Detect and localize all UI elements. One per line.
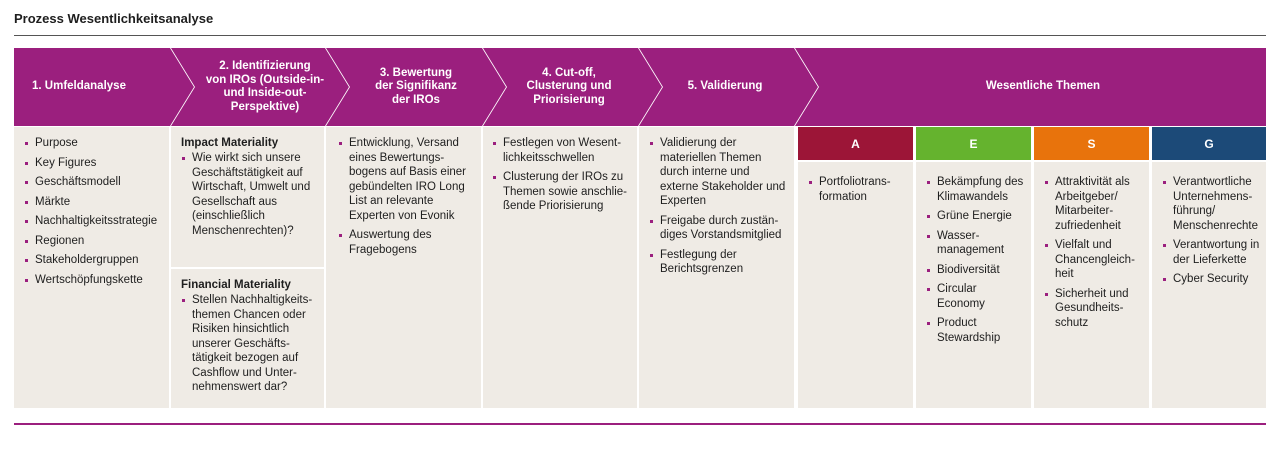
list-item: Sicherheit und Gesundheits­schutz (1044, 287, 1145, 331)
theme-tag-s: S (1034, 127, 1149, 160)
list-item: Wie wirkt sich unsere Geschäftstätigkeit… (181, 151, 318, 238)
box-theme-a: Portfoliotrans­formation (798, 162, 913, 408)
chevron-step-3 (326, 48, 506, 126)
box-theme-s: Attraktivität als Arbeitgeber/ Mitarbeit… (1034, 162, 1149, 408)
list-item: Circular Economy (926, 282, 1027, 311)
list-item: Wertschöpfungskette (24, 273, 163, 288)
chevron-step-6 (795, 48, 1266, 126)
box-theme-e: Bekämpfung des Klimawandels Grüne Energi… (916, 162, 1031, 408)
theme-tag-g: G (1152, 127, 1266, 160)
list-item: Regionen (24, 234, 163, 249)
list-item: Auswertung des Fragebogens (338, 228, 473, 257)
list-item: Nachhaltigkeitsstrategie (24, 214, 163, 229)
list-item: Attraktivität als Arbeitgeber/ Mitarbeit… (1044, 175, 1145, 233)
box-financial-materiality: Financial Materiality Stellen Nachhaltig… (171, 269, 324, 408)
step-6-label: Wesentliche Themen (985, 80, 1101, 93)
list-item: Freigabe durch zustän­diges Vorstandsmit… (649, 214, 788, 243)
page-title: Prozess Wesentlichkeitsanalyse (14, 11, 214, 26)
list-item: Verantwortung in der Liefer­kette (1162, 238, 1263, 267)
list-item: Biodiversität (926, 263, 1027, 278)
list-item: Verantwortliche Unternehmens­führung/ Me… (1162, 175, 1263, 233)
box-bewertung: Entwicklung, Versand eines Bewertungs­bo… (326, 127, 481, 408)
box-umfeldanalyse: Purpose Key Figures Geschäftsmodell Märk… (14, 127, 169, 408)
umfeld-list: Purpose Key Figures Geschäftsmodell Märk… (24, 136, 163, 287)
list-item: Product Stewardship (926, 316, 1027, 345)
impact-title: Impact Materiality (181, 137, 279, 149)
list-item: Stakeholdergruppen (24, 253, 163, 268)
chevron-step-1 (14, 48, 194, 126)
theme-tag-a: A (798, 127, 913, 160)
box-impact-materiality: Impact Materiality Wie wirkt sich unsere… (171, 127, 324, 267)
chevron-step-4 (483, 48, 662, 126)
box-validierung: Validierung der materiellen Themen durch… (639, 127, 794, 408)
list-item: Stellen Nachhaltigkeits­themen Chancen o… (181, 293, 318, 395)
bottom-divider (14, 423, 1266, 425)
box-theme-g: Verantwortliche Unternehmens­führung/ Me… (1152, 162, 1266, 408)
list-item: Festlegung der Berichtsgrenzen (649, 248, 788, 277)
box-cutoff: Festlegen von Wesent­lichkeitsschwellen … (483, 127, 637, 408)
list-item: Geschäftsmodell (24, 175, 163, 190)
list-item: Validierung der materiellen Themen durch… (649, 136, 788, 209)
list-item: Purpose (24, 136, 163, 151)
top-divider (14, 35, 1266, 36)
step-5-label: 5. Validierung (687, 80, 763, 93)
list-item: Wasser­management (926, 229, 1027, 258)
list-item: Clusterung der IROs zu Themen sowie ansc… (492, 170, 629, 214)
list-item: Märkte (24, 195, 163, 210)
list-item: Key Figures (24, 156, 163, 171)
chevron-step-5 (639, 48, 818, 126)
list-item: Festlegen von Wesent­lichkeitsschwellen (492, 136, 629, 165)
theme-tag-e: E (916, 127, 1031, 160)
chevron-step-2 (171, 48, 349, 126)
financial-title: Financial Materiality (181, 279, 291, 291)
list-item: Cyber Security (1162, 272, 1263, 287)
list-item: Bekämpfung des Klimawandels (926, 175, 1027, 204)
list-item: Grüne Energie (926, 209, 1027, 224)
process-chevrons (14, 48, 1266, 126)
list-item: Vielfalt und Chancengleich­heit (1044, 238, 1145, 282)
step-1-label: 1. Umfeldanalyse (32, 80, 126, 93)
list-item: Entwicklung, Versand eines Bewertungs­bo… (338, 136, 473, 223)
list-item: Portfoliotrans­formation (808, 175, 907, 204)
